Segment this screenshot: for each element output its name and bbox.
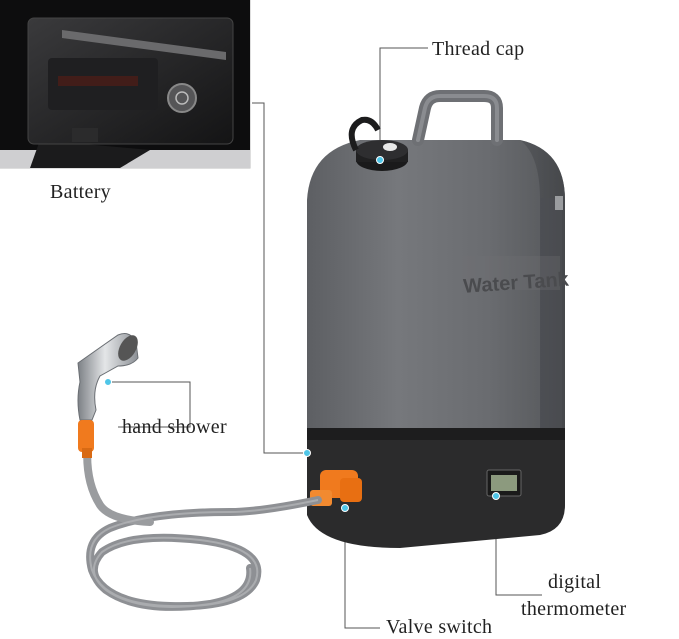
water-tank: Water Tank xyxy=(307,90,570,548)
callout-dots xyxy=(104,156,500,512)
label-battery: Battery xyxy=(50,181,111,203)
label-hand-shower: hand shower xyxy=(122,416,227,438)
hand-shower xyxy=(77,333,139,458)
callout-lines xyxy=(108,47,542,629)
battery-inset-photo xyxy=(0,0,251,169)
label-thermometer: thermometer xyxy=(521,598,627,620)
label-thread-cap: Thread cap xyxy=(432,38,525,60)
label-digital: digital xyxy=(548,571,602,593)
label-valve-switch: Valve switch xyxy=(386,616,493,638)
